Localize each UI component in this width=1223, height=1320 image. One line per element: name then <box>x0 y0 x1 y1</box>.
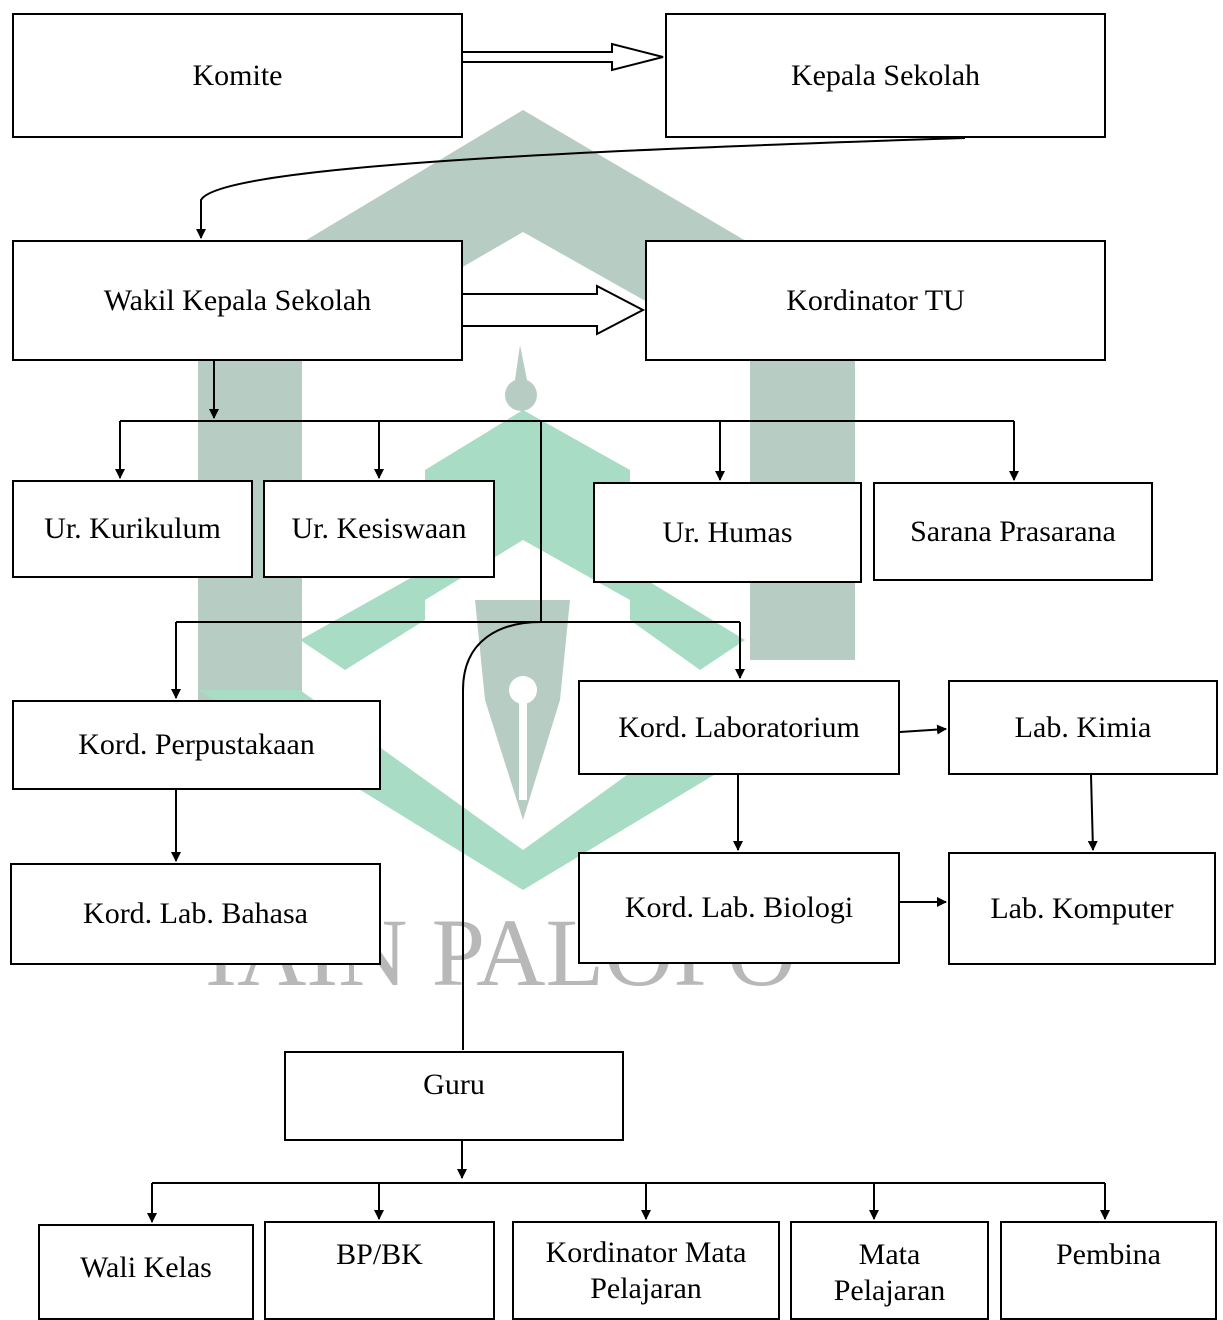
node-kordinator-mata-pelajaran: Kordinator Mata Pelajaran <box>512 1221 780 1320</box>
node-lab-kimia: Lab. Kimia <box>948 680 1218 775</box>
node-kord-lab-biologi: Kord. Lab. Biologi <box>578 852 900 964</box>
node-sarana-prasarana: Sarana Prasarana <box>873 482 1153 581</box>
arrow-wakil-to-tu <box>461 284 646 336</box>
node-lab-komputer: Lab. Komputer <box>948 852 1216 965</box>
edge-kepala-to-wakil <box>196 137 966 239</box>
node-mata-pelajaran: Mata Pelajaran <box>790 1221 989 1320</box>
node-bp-bk: BP/BK <box>264 1221 495 1320</box>
node-kord-perpustakaan: Kord. Perpustakaan <box>12 700 381 790</box>
node-ur-humas: Ur. Humas <box>593 482 862 583</box>
node-ur-kurikulum: Ur. Kurikulum <box>12 480 253 578</box>
node-komite: Komite <box>12 13 463 138</box>
node-pembina: Pembina <box>1000 1221 1217 1320</box>
node-ur-kesiswaan: Ur. Kesiswaan <box>263 480 495 578</box>
node-kord-laboratorium: Kord. Laboratorium <box>578 680 900 775</box>
node-kepala-sekolah: Kepala Sekolah <box>665 13 1106 138</box>
node-guru: Guru <box>284 1051 624 1141</box>
node-wakil-kepala-sekolah: Wakil Kepala Sekolah <box>12 240 463 361</box>
node-kordinator-tu: Kordinator TU <box>645 240 1106 361</box>
node-wali-kelas: Wali Kelas <box>38 1224 254 1320</box>
arrow-komite-to-kepala <box>461 42 664 72</box>
node-kord-lab-bahasa: Kord. Lab. Bahasa <box>10 863 381 965</box>
